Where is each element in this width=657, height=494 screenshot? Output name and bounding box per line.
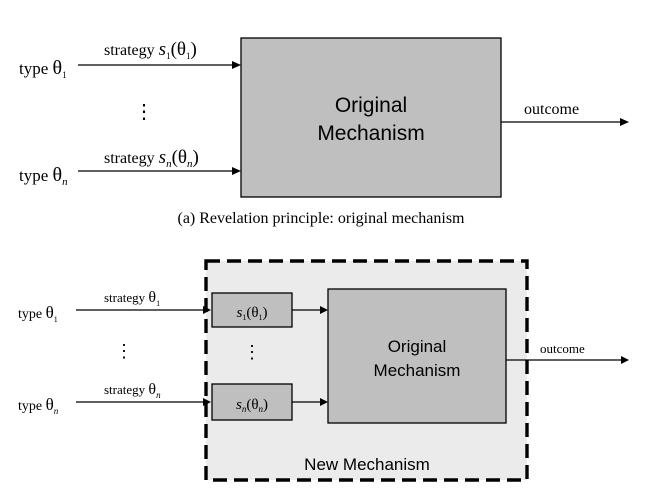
arrowhead: [203, 398, 211, 406]
type-label: type θn: [18, 395, 59, 416]
input-row-n-b: type θn strategy θn: [18, 381, 211, 416]
inner-ellipsis-dots: ⋮: [243, 342, 261, 362]
strategy-label: strategy θ1: [104, 289, 160, 308]
outcome-label: outcome: [524, 101, 579, 118]
outcome-a: outcome: [501, 101, 629, 126]
panel-a: Original Mechanism type θ1 strategy s1(θ…: [19, 37, 629, 227]
input-row-1-a: type θ1 strategy s1(θ1): [19, 39, 241, 80]
type-label: type θn: [19, 164, 68, 188]
outcome-b: outcome: [506, 341, 629, 364]
arrowhead: [232, 167, 241, 175]
strategy-label: strategy s1(θ1): [104, 39, 197, 61]
arrowhead: [232, 61, 241, 69]
arrowhead: [320, 398, 328, 406]
strategy-label: strategy θn: [104, 381, 161, 400]
type-label: type θ1: [19, 57, 67, 80]
strategy-box-label: s1(θ1): [236, 305, 267, 322]
ellipsis-dots-b: ⋮: [115, 341, 133, 361]
panel-b: New Mechanism Original Mechanism s1(θ1) …: [18, 259, 629, 482]
arrowhead: [320, 306, 328, 314]
input-row-n-a: type θn strategy sn(θn): [19, 147, 241, 188]
mechanism-label-line2-a: Mechanism: [317, 122, 424, 145]
arrowhead: [621, 356, 629, 364]
caption-a: (a) Revelation principle: original mecha…: [177, 210, 465, 227]
strategy-box-1: s1(θ1): [211, 292, 328, 328]
outcome-label: outcome: [540, 341, 585, 356]
strategy-box-n: sn(θn): [211, 383, 328, 421]
arrowhead: [620, 118, 629, 126]
strategy-label: strategy sn(θn): [104, 147, 199, 170]
original-mechanism-box-a: [240, 37, 502, 198]
mechanism-label-line2-b: Mechanism: [374, 361, 461, 380]
new-mechanism-label: New Mechanism: [304, 455, 430, 474]
strategy-box-rect: [211, 383, 293, 421]
input-row-1-b: type θ1 strategy θ1: [18, 289, 211, 324]
original-mechanism-box-b: [327, 288, 507, 424]
mechanism-label-line1-b: Original: [388, 337, 447, 356]
strategy-box-rect: [211, 292, 293, 328]
arrowhead: [203, 306, 211, 314]
strategy-box-label: sn(θn): [236, 397, 268, 414]
type-label: type θ1: [18, 303, 58, 324]
mechanism-label-line1-a: Original: [335, 94, 407, 117]
ellipsis-dots-a: ⋮: [134, 101, 154, 123]
